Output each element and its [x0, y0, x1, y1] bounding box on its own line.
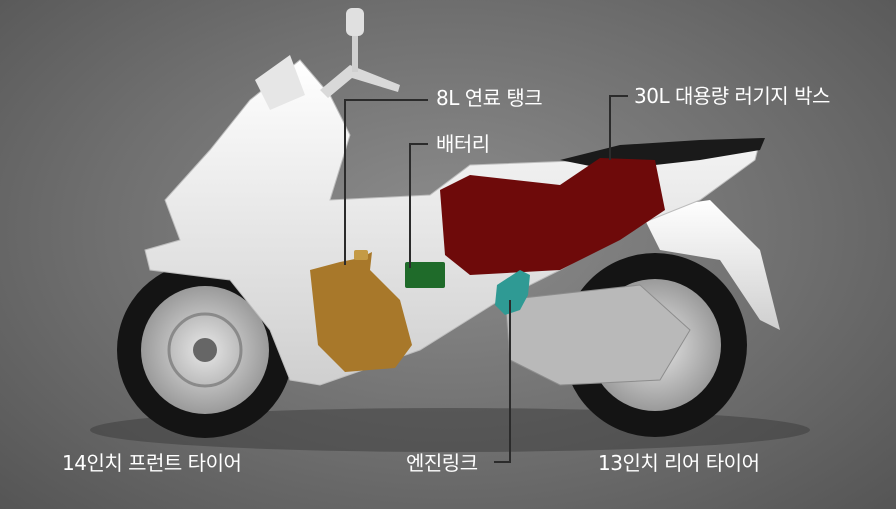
mirror-stem — [352, 12, 358, 72]
luggage-box-leader — [609, 95, 628, 160]
handlebar — [320, 65, 400, 98]
battery-shape — [405, 262, 445, 288]
engine-link-leader — [494, 300, 511, 463]
engine-link-label: 엔진링크 — [406, 451, 478, 475]
rear-tire-label: 13인치 리어 타이어 — [598, 451, 760, 475]
luggage-box-shape — [440, 158, 665, 275]
fuel-cap — [354, 250, 368, 260]
fuel-tank-leader — [344, 99, 428, 265]
front-tire-label: 14인치 프런트 타이어 — [62, 451, 242, 475]
mirror — [346, 8, 364, 36]
windscreen — [255, 55, 305, 110]
front-wheel — [117, 262, 293, 438]
battery-label: 배터리 — [436, 132, 490, 156]
fuel-tank-label: 8L 연료 탱크 — [436, 86, 543, 110]
engine-link-shape — [495, 270, 530, 315]
rear-tail — [640, 200, 780, 330]
luggage-box-label: 30L 대용량 러기지 박스 — [634, 84, 830, 108]
fuel-tank-shape — [310, 252, 412, 372]
battery-leader — [409, 143, 428, 268]
